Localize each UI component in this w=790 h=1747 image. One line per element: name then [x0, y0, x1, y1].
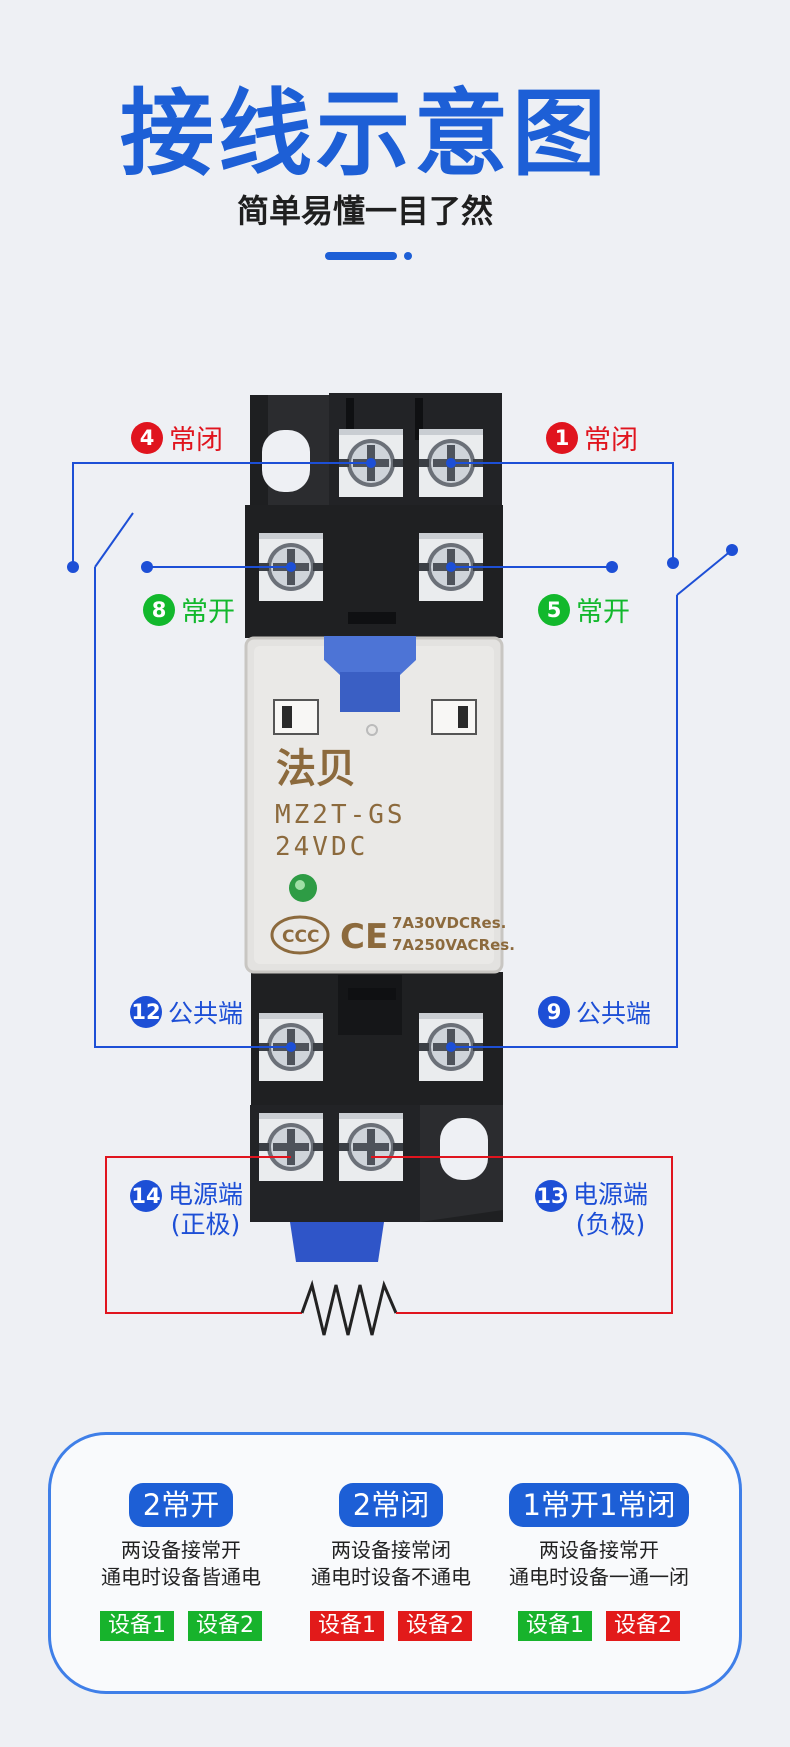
title-underline: [325, 252, 397, 260]
mode-2nc-device-2: 设备2: [398, 1611, 472, 1641]
terminal-13-polarity: (负极): [575, 1210, 646, 1239]
terminal-14-label: 14 电源端 (正极): [130, 1180, 243, 1240]
mode-1no1nc-title: 1常开1常闭: [508, 1483, 690, 1527]
terminal-1-label: 1 常闭: [546, 418, 638, 457]
terminal-1-number: 1: [546, 421, 578, 454]
rating-dc: 7A30VDCRes.: [392, 914, 506, 932]
wire-terminals: [67, 458, 738, 1052]
rating-ac: 7A250VACRes.: [392, 936, 515, 954]
mode-2nc: 2常闭 两设备接常闭 通电时设备不通电 设备1 设备2: [281, 1483, 501, 1641]
mode-2nc-line2: 通电时设备不通电: [311, 1565, 471, 1589]
ccc-text: CCC: [282, 927, 319, 947]
power-circuit: [105, 1156, 673, 1336]
mode-2no-line2: 通电时设备皆通电: [101, 1565, 261, 1589]
terminal-13-label: 13 电源端 (负极): [535, 1180, 648, 1240]
page-subtitle: 简单易懂一目了然: [236, 192, 493, 230]
mode-2no-desc: 两设备接常开 通电时设备皆通电: [71, 1537, 291, 1591]
mode-1no1nc-line1: 两设备接常开: [539, 1538, 659, 1562]
signal-wires: [72, 462, 733, 1048]
terminal-5-number: 5: [538, 593, 570, 626]
terminal-13-text: 电源端: [573, 1180, 649, 1209]
terminal-5-text: 常开: [576, 597, 630, 628]
terminal-8-number: 8: [143, 593, 175, 626]
terminal-1-text: 常闭: [584, 425, 638, 456]
terminal-14-text: 电源端: [168, 1180, 244, 1209]
terminal-9-text: 公共端: [576, 999, 652, 1028]
mode-2no-device-2: 设备2: [188, 1611, 262, 1641]
terminal-9-label: 9 公共端: [538, 994, 651, 1030]
mode-2no-title: 2常开: [128, 1483, 234, 1527]
terminal-14-polarity: (正极): [170, 1210, 241, 1239]
mode-2nc-line1: 两设备接常闭: [331, 1538, 451, 1562]
terminal-9-number: 9: [538, 996, 570, 1028]
mode-1no1nc-desc: 两设备接常开 通电时设备一通一闭: [489, 1537, 709, 1591]
mode-2nc-desc: 两设备接常闭 通电时设备不通电: [281, 1537, 501, 1591]
mode-2no-line1: 两设备接常开: [121, 1538, 241, 1562]
relay-model: MZ2T-GS: [275, 800, 406, 830]
terminal-8-label: 8 常开: [143, 590, 235, 629]
wiring-modes-card: 2常开 两设备接常开 通电时设备皆通电 设备1 设备2 2常闭 两设备接常闭 通…: [48, 1432, 742, 1694]
relay-wiring-diagram: 法贝 MZ2T-GS 24VDC CCC CE 7A30VDCRes. 7A25…: [67, 393, 738, 1336]
relay-voltage: 24VDC: [275, 832, 368, 862]
terminal-8-text: 常开: [181, 597, 235, 628]
terminal-4-label: 4 常闭: [131, 418, 223, 457]
mode-2nc-device-1: 设备1: [310, 1611, 384, 1641]
mode-1no1nc-device-2: 设备2: [606, 1611, 680, 1641]
terminal-4-number: 4: [131, 421, 163, 454]
relay-cover: [244, 636, 504, 974]
terminal-14-number: 14: [130, 1180, 162, 1212]
relay-brand: 法贝: [276, 745, 356, 792]
mode-1no1nc-device-1: 设备1: [518, 1611, 592, 1641]
mode-1no1nc-line2: 通电时设备一通一闭: [509, 1565, 689, 1589]
terminal-13-number: 13: [535, 1180, 567, 1212]
title-underline-dot: [404, 252, 412, 260]
mode-2nc-devices: 设备1 设备2: [281, 1611, 501, 1641]
mode-2no-devices: 设备1 设备2: [71, 1611, 291, 1641]
terminal-4-text: 常闭: [169, 425, 223, 456]
ce-mark: CE: [340, 917, 388, 957]
mode-2no: 2常开 两设备接常开 通电时设备皆通电 设备1 设备2: [71, 1483, 291, 1641]
ccc-mark: CCC: [270, 915, 330, 955]
mode-1no1nc-devices: 设备1 设备2: [489, 1611, 709, 1641]
mode-2nc-title: 2常闭: [338, 1483, 444, 1527]
terminal-13-texts: 电源端 (负极): [573, 1180, 648, 1240]
terminal-14-texts: 电源端 (正极): [168, 1180, 243, 1240]
terminal-12-number: 12: [130, 996, 162, 1028]
page-title: 接线示意图: [119, 80, 610, 189]
terminal-12-text: 公共端: [168, 999, 244, 1028]
mode-2no-device-1: 设备1: [100, 1611, 174, 1641]
terminal-12-label: 12 公共端: [130, 994, 243, 1030]
terminal-5-label: 5 常开: [538, 590, 630, 629]
mode-1no1nc: 1常开1常闭 两设备接常开 通电时设备一通一闭 设备1 设备2: [489, 1483, 709, 1641]
